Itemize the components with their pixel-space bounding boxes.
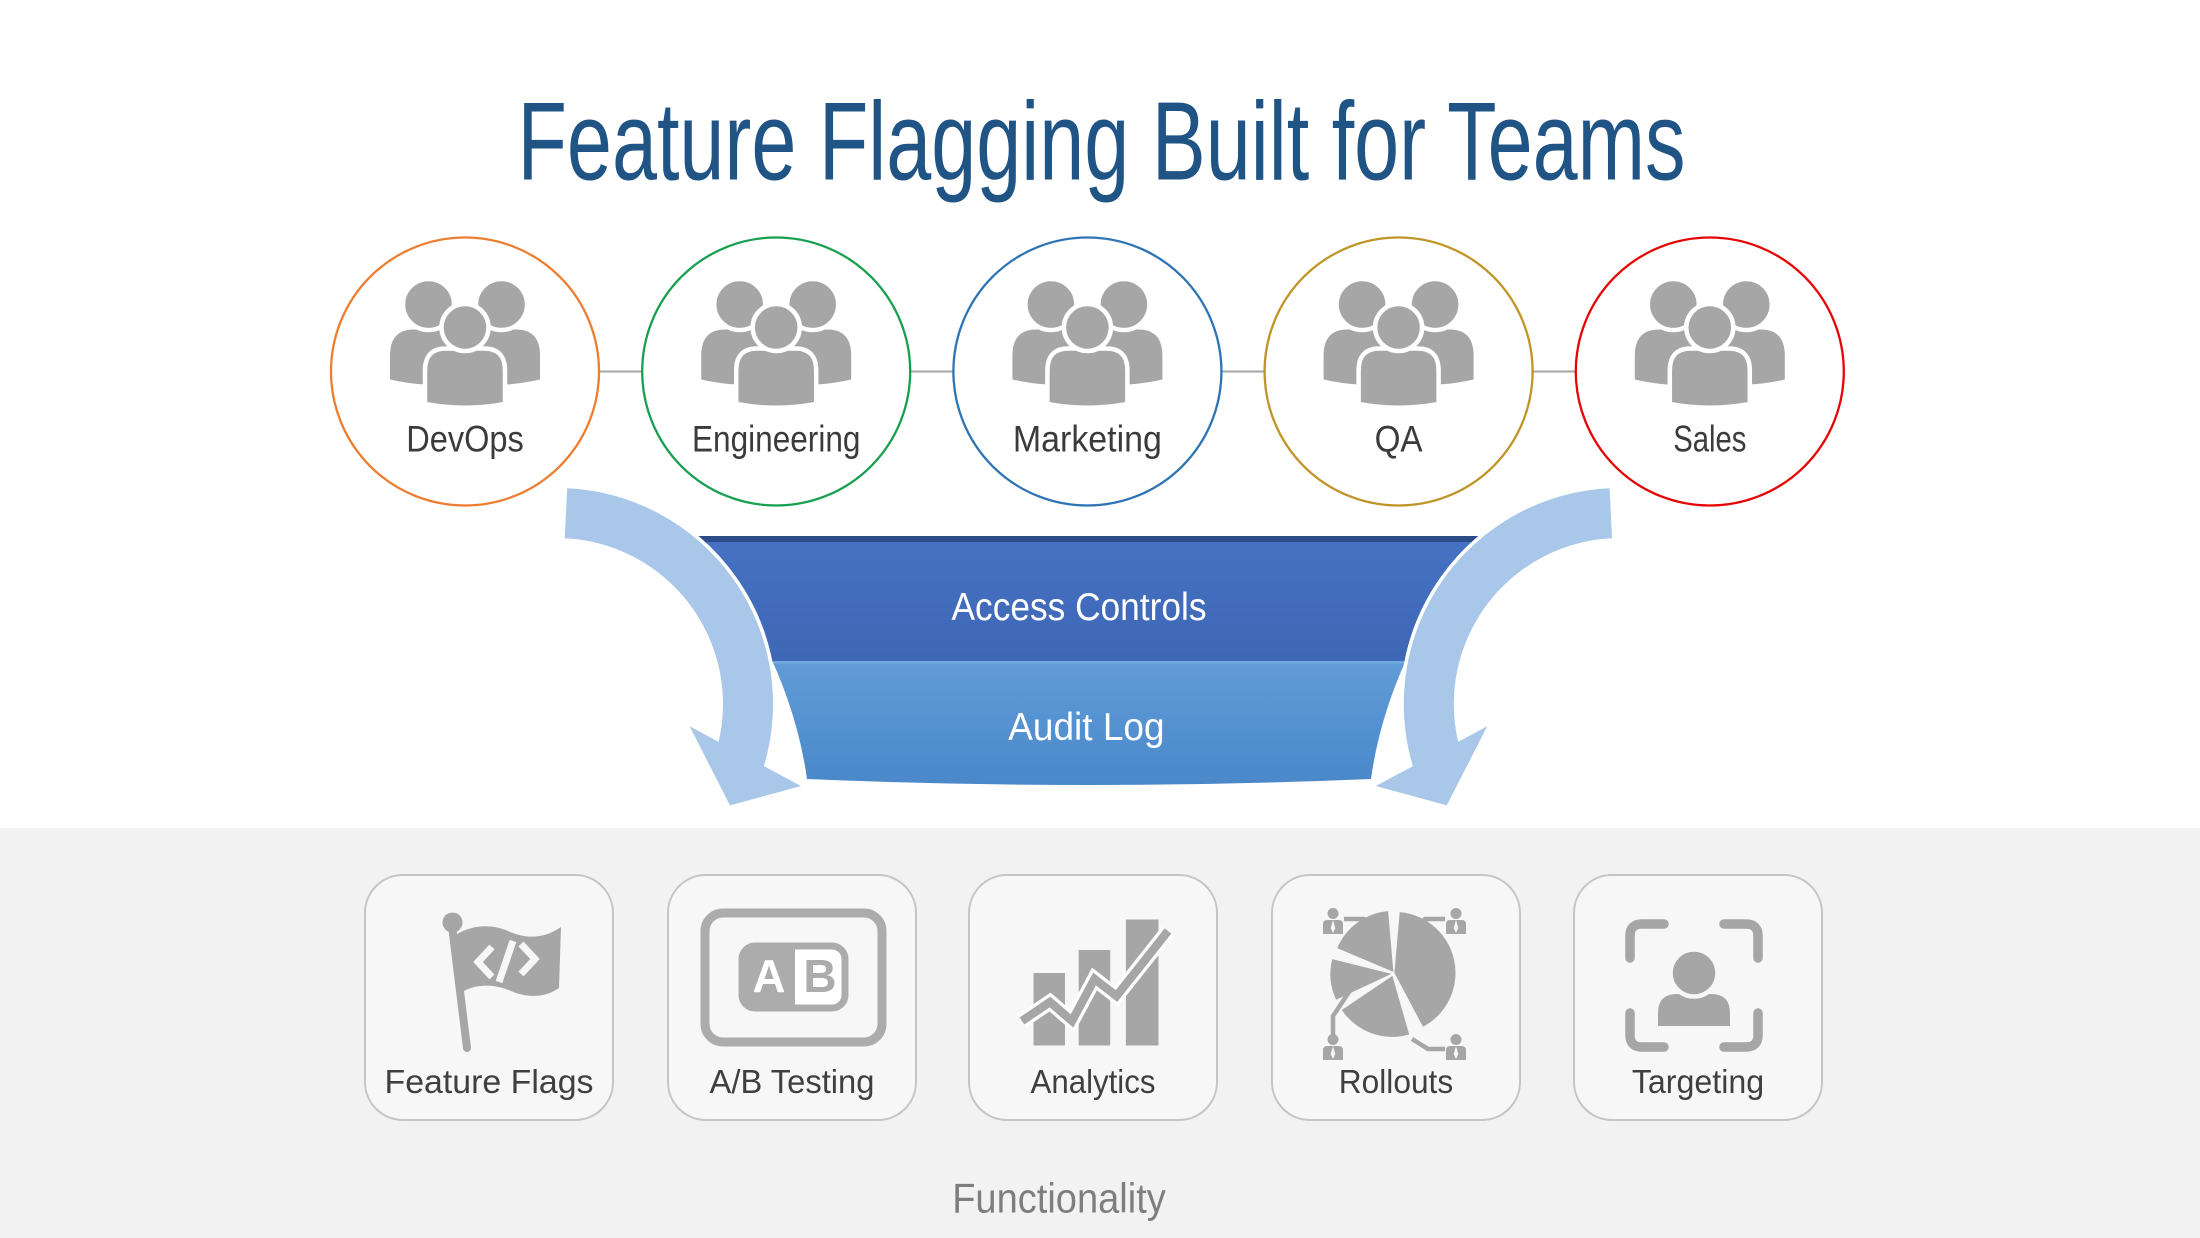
svg-text:Access Controls: Access Controls xyxy=(952,586,1207,629)
svg-text:DevOps: DevOps xyxy=(406,419,524,460)
svg-text:A: A xyxy=(752,950,785,1002)
svg-text:Functionality: Functionality xyxy=(952,1175,1166,1222)
svg-text:Rollouts: Rollouts xyxy=(1339,1063,1453,1100)
svg-text:A/B Testing: A/B Testing xyxy=(710,1063,875,1100)
svg-text:B: B xyxy=(803,950,836,1002)
svg-text:Marketing: Marketing xyxy=(1013,419,1162,460)
svg-text:Feature Flags: Feature Flags xyxy=(385,1063,594,1100)
svg-text:Analytics: Analytics xyxy=(1031,1063,1156,1100)
svg-text:Feature Flagging Built for Tea: Feature Flagging Built for Teams xyxy=(518,80,1686,204)
svg-text:Audit Log: Audit Log xyxy=(1008,706,1164,749)
svg-text:Targeting: Targeting xyxy=(1632,1063,1764,1100)
svg-text:Engineering: Engineering xyxy=(692,419,861,460)
svg-text:QA: QA xyxy=(1375,419,1423,460)
svg-text:Sales: Sales xyxy=(1673,419,1746,460)
